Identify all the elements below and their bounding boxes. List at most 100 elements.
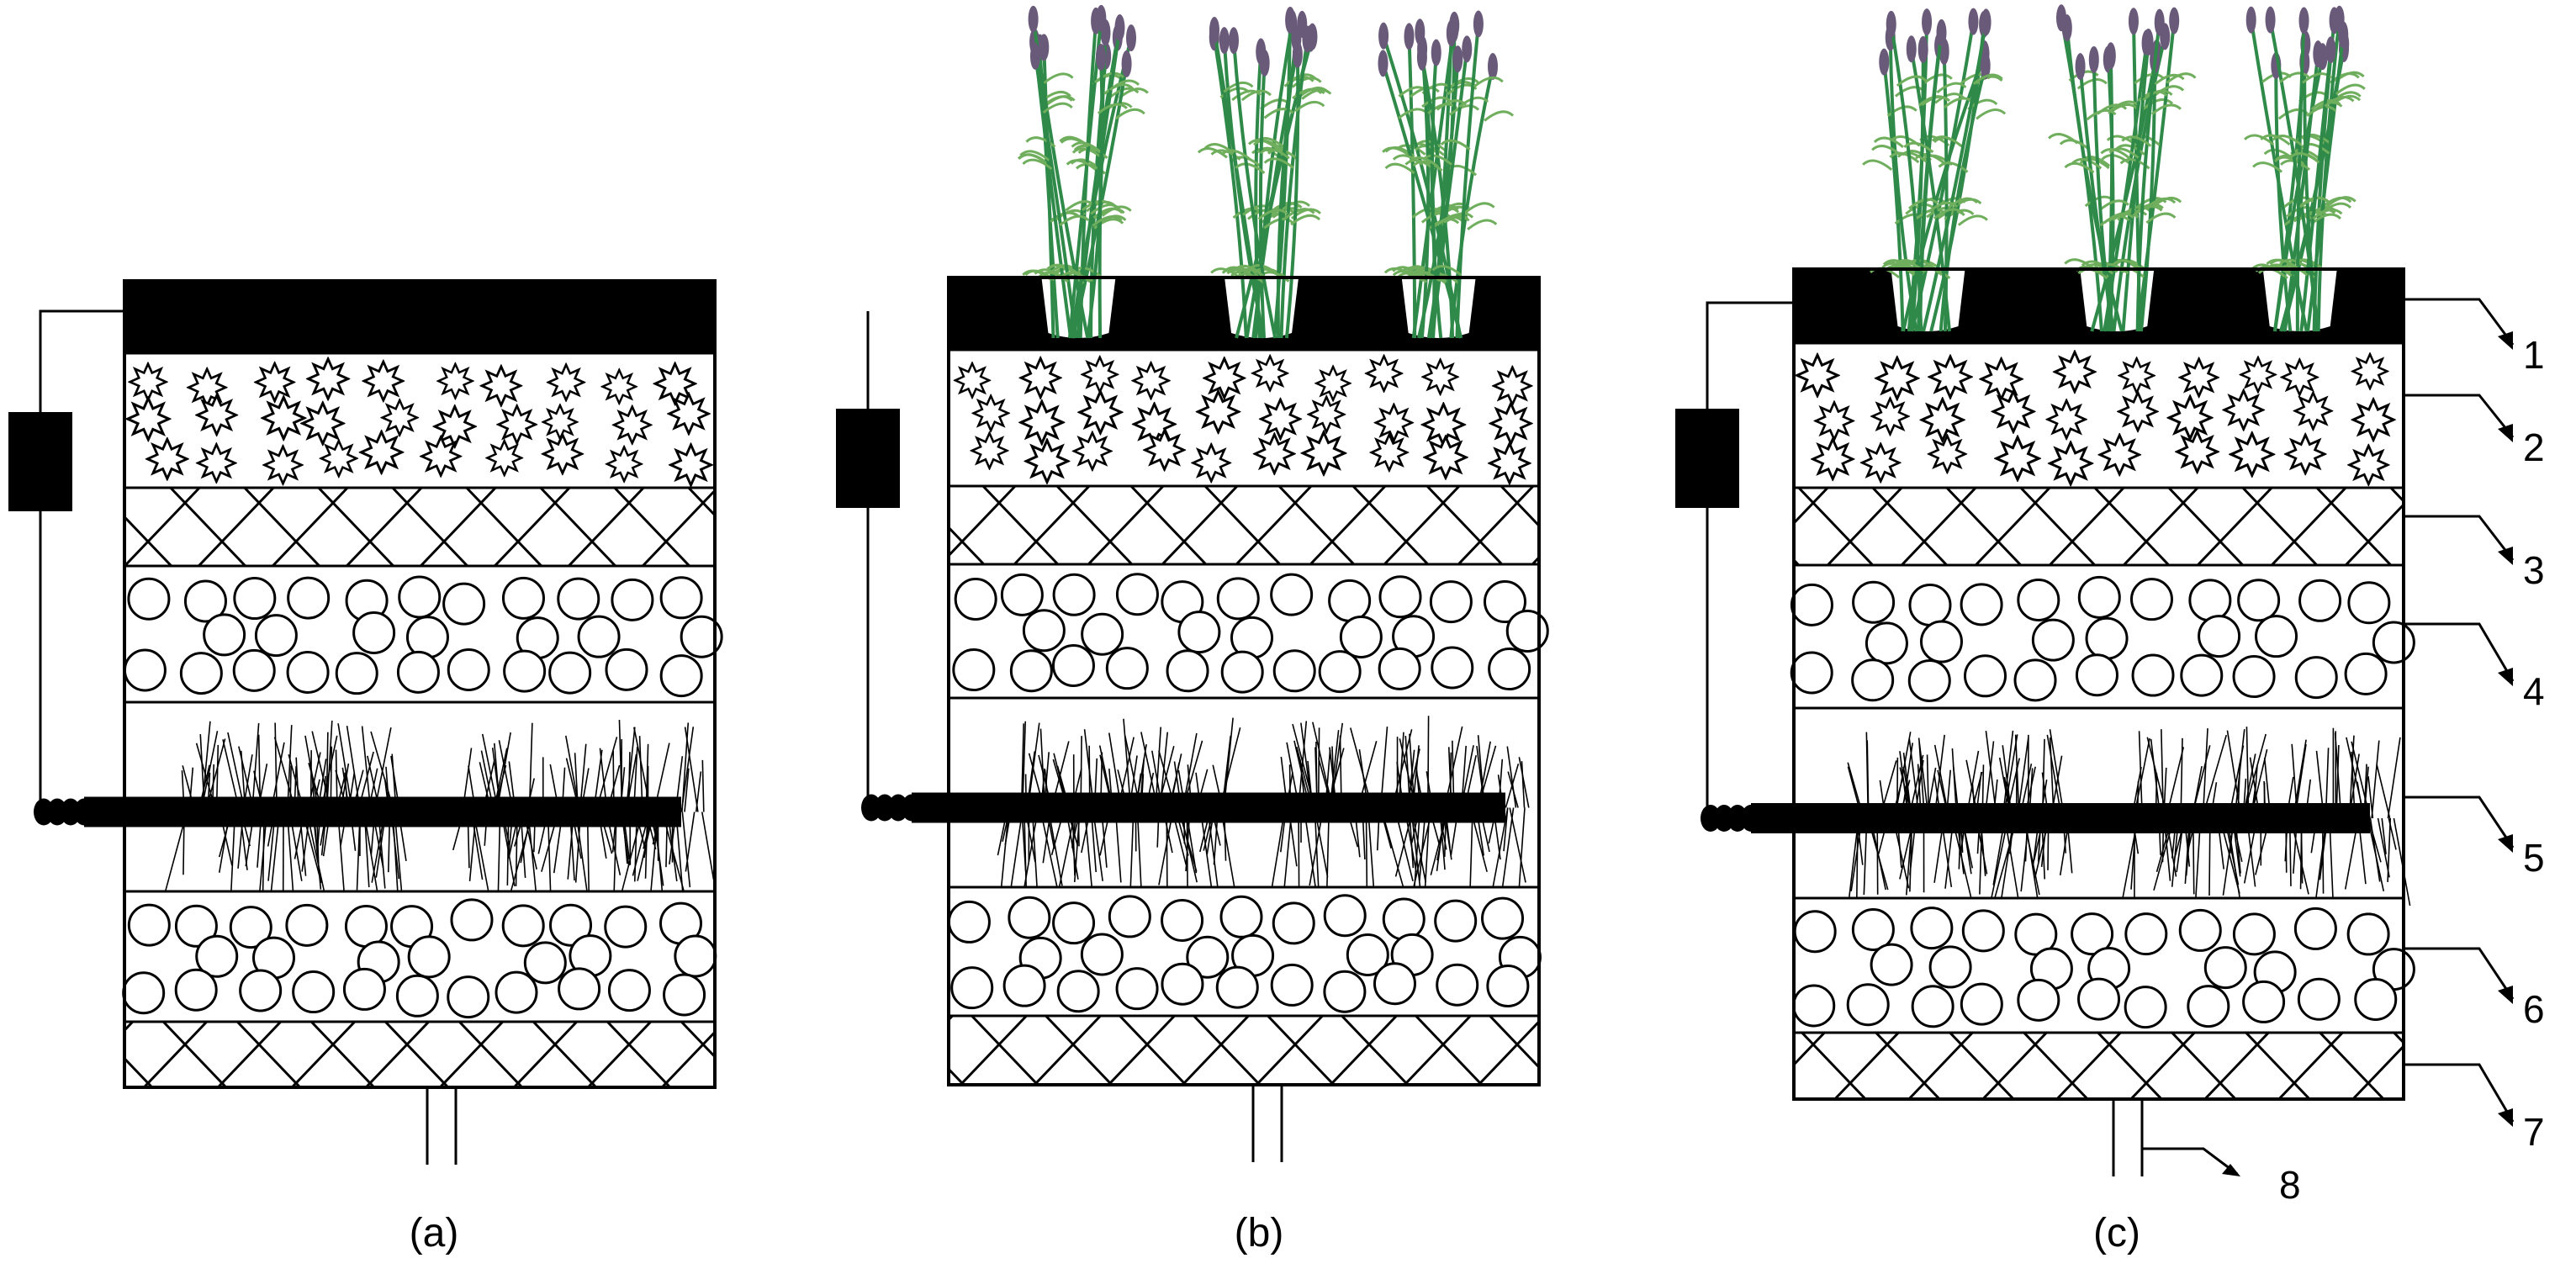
star-particle [256,363,294,401]
reed-flower [1968,8,1978,35]
star-particle [383,400,417,435]
gravel-particle [1162,900,1203,940]
gravel-particle [1489,649,1530,690]
star-particle [2119,358,2154,393]
gravel-particle [1383,899,1424,939]
gravel-particle [2356,980,2396,1020]
gravel-particle [1009,897,1050,938]
gravel-particle [448,649,489,690]
gravel-particle [503,906,543,946]
gravel-particle [1854,582,1894,622]
gravel-particle [2205,948,2245,988]
gravel-particle [2126,914,2166,954]
callout-leader [2404,516,2513,560]
star-particle [543,405,577,439]
star-particle [130,364,167,400]
star-particle [972,433,1008,468]
gravel-particle [1274,651,1314,691]
reed-flower [1918,36,1928,63]
reed-leaf [1863,161,1891,170]
gravel-particle [2348,914,2388,954]
gravel-particle [1082,934,1122,975]
gravel-particle [1795,912,1835,952]
callout-arrow-6 [2404,949,2513,1004]
star-particle [1303,432,1345,474]
gravel-particle [558,579,599,619]
star-particle [1872,399,1907,434]
gravel-particle [1217,967,1257,1007]
gravel-particle [452,900,492,940]
gravel-particle [609,970,649,1011]
gravel-particle [1117,969,1157,1009]
star-particle [198,395,236,434]
star-particle [1145,431,1183,469]
gravel-particle [2125,987,2166,1028]
gravel-particle [612,579,653,620]
gravel-particle [2256,616,2297,657]
gravel-particle [256,616,296,656]
gravel-particle [1058,971,1098,1012]
gravel-particle [496,972,537,1012]
crosshatch-layer-upper [949,486,1539,564]
reed-flower [1096,44,1106,71]
star-particle [2241,357,2276,392]
gravel-particle [1325,896,1365,936]
callout-6: 6 [2523,987,2545,1031]
gravel-particle [129,579,169,619]
gravel-particle [1963,911,2003,951]
reed-flower [1488,53,1498,80]
reed-flower [2144,29,2154,56]
star-particle [2353,354,2388,389]
reed-leaf [1045,74,1073,83]
reed-flower [2246,7,2256,34]
reed-flower [1096,5,1106,32]
gravel-particle [241,970,281,1011]
reed-flower [1209,17,1219,44]
star-particle [1862,444,1899,481]
gravel-particle [503,578,543,618]
gravel-particle [124,650,165,690]
gravel-particle [952,968,992,1008]
callout-arrow-3 [2404,516,2513,565]
gravel-particle [955,579,996,620]
star-particle [669,394,709,434]
callout-arrowhead [2498,668,2513,686]
reed-flower [2266,7,2276,34]
resistor-box [8,412,72,511]
star-particle [607,447,642,481]
star-particle [1021,358,1060,397]
gravel-particle [2346,653,2386,694]
gravel-particle [1107,648,1147,689]
gravel-particle [1488,965,1528,1006]
star-particle [1426,437,1467,478]
star-particle [1816,403,1853,440]
gravel-particle [294,972,334,1012]
rod-twist [1808,805,1828,832]
star-particle [955,363,989,397]
star-particle [1316,367,1350,400]
gravel-particle [234,650,274,690]
gravel-particle [1912,908,1952,949]
star-particle [2231,433,2273,475]
callout-5: 5 [2523,836,2545,880]
star-particle [361,432,402,473]
gravel-particle [1853,660,1893,700]
reed-flower [1260,50,1270,77]
callout-leader [2404,949,2513,999]
reed-leaf [1466,204,1494,213]
gravel-particle [1921,621,1961,662]
star-particle [2181,359,2218,396]
gravel-particle [1483,898,1523,938]
star-particle [1253,357,1288,391]
reed-flower [1447,19,1457,46]
reed-stem [1261,63,1265,338]
gravel-particle [288,652,328,692]
gravel-particle [354,612,394,653]
gravel-particle [2079,979,2119,1019]
gravel-particle [2373,622,2414,663]
reed-flower [1452,45,1463,72]
rod-core [912,793,1505,823]
star-particle [1255,435,1293,473]
callout-leader [2142,1149,2237,1174]
gravel-particle [1167,651,1208,691]
